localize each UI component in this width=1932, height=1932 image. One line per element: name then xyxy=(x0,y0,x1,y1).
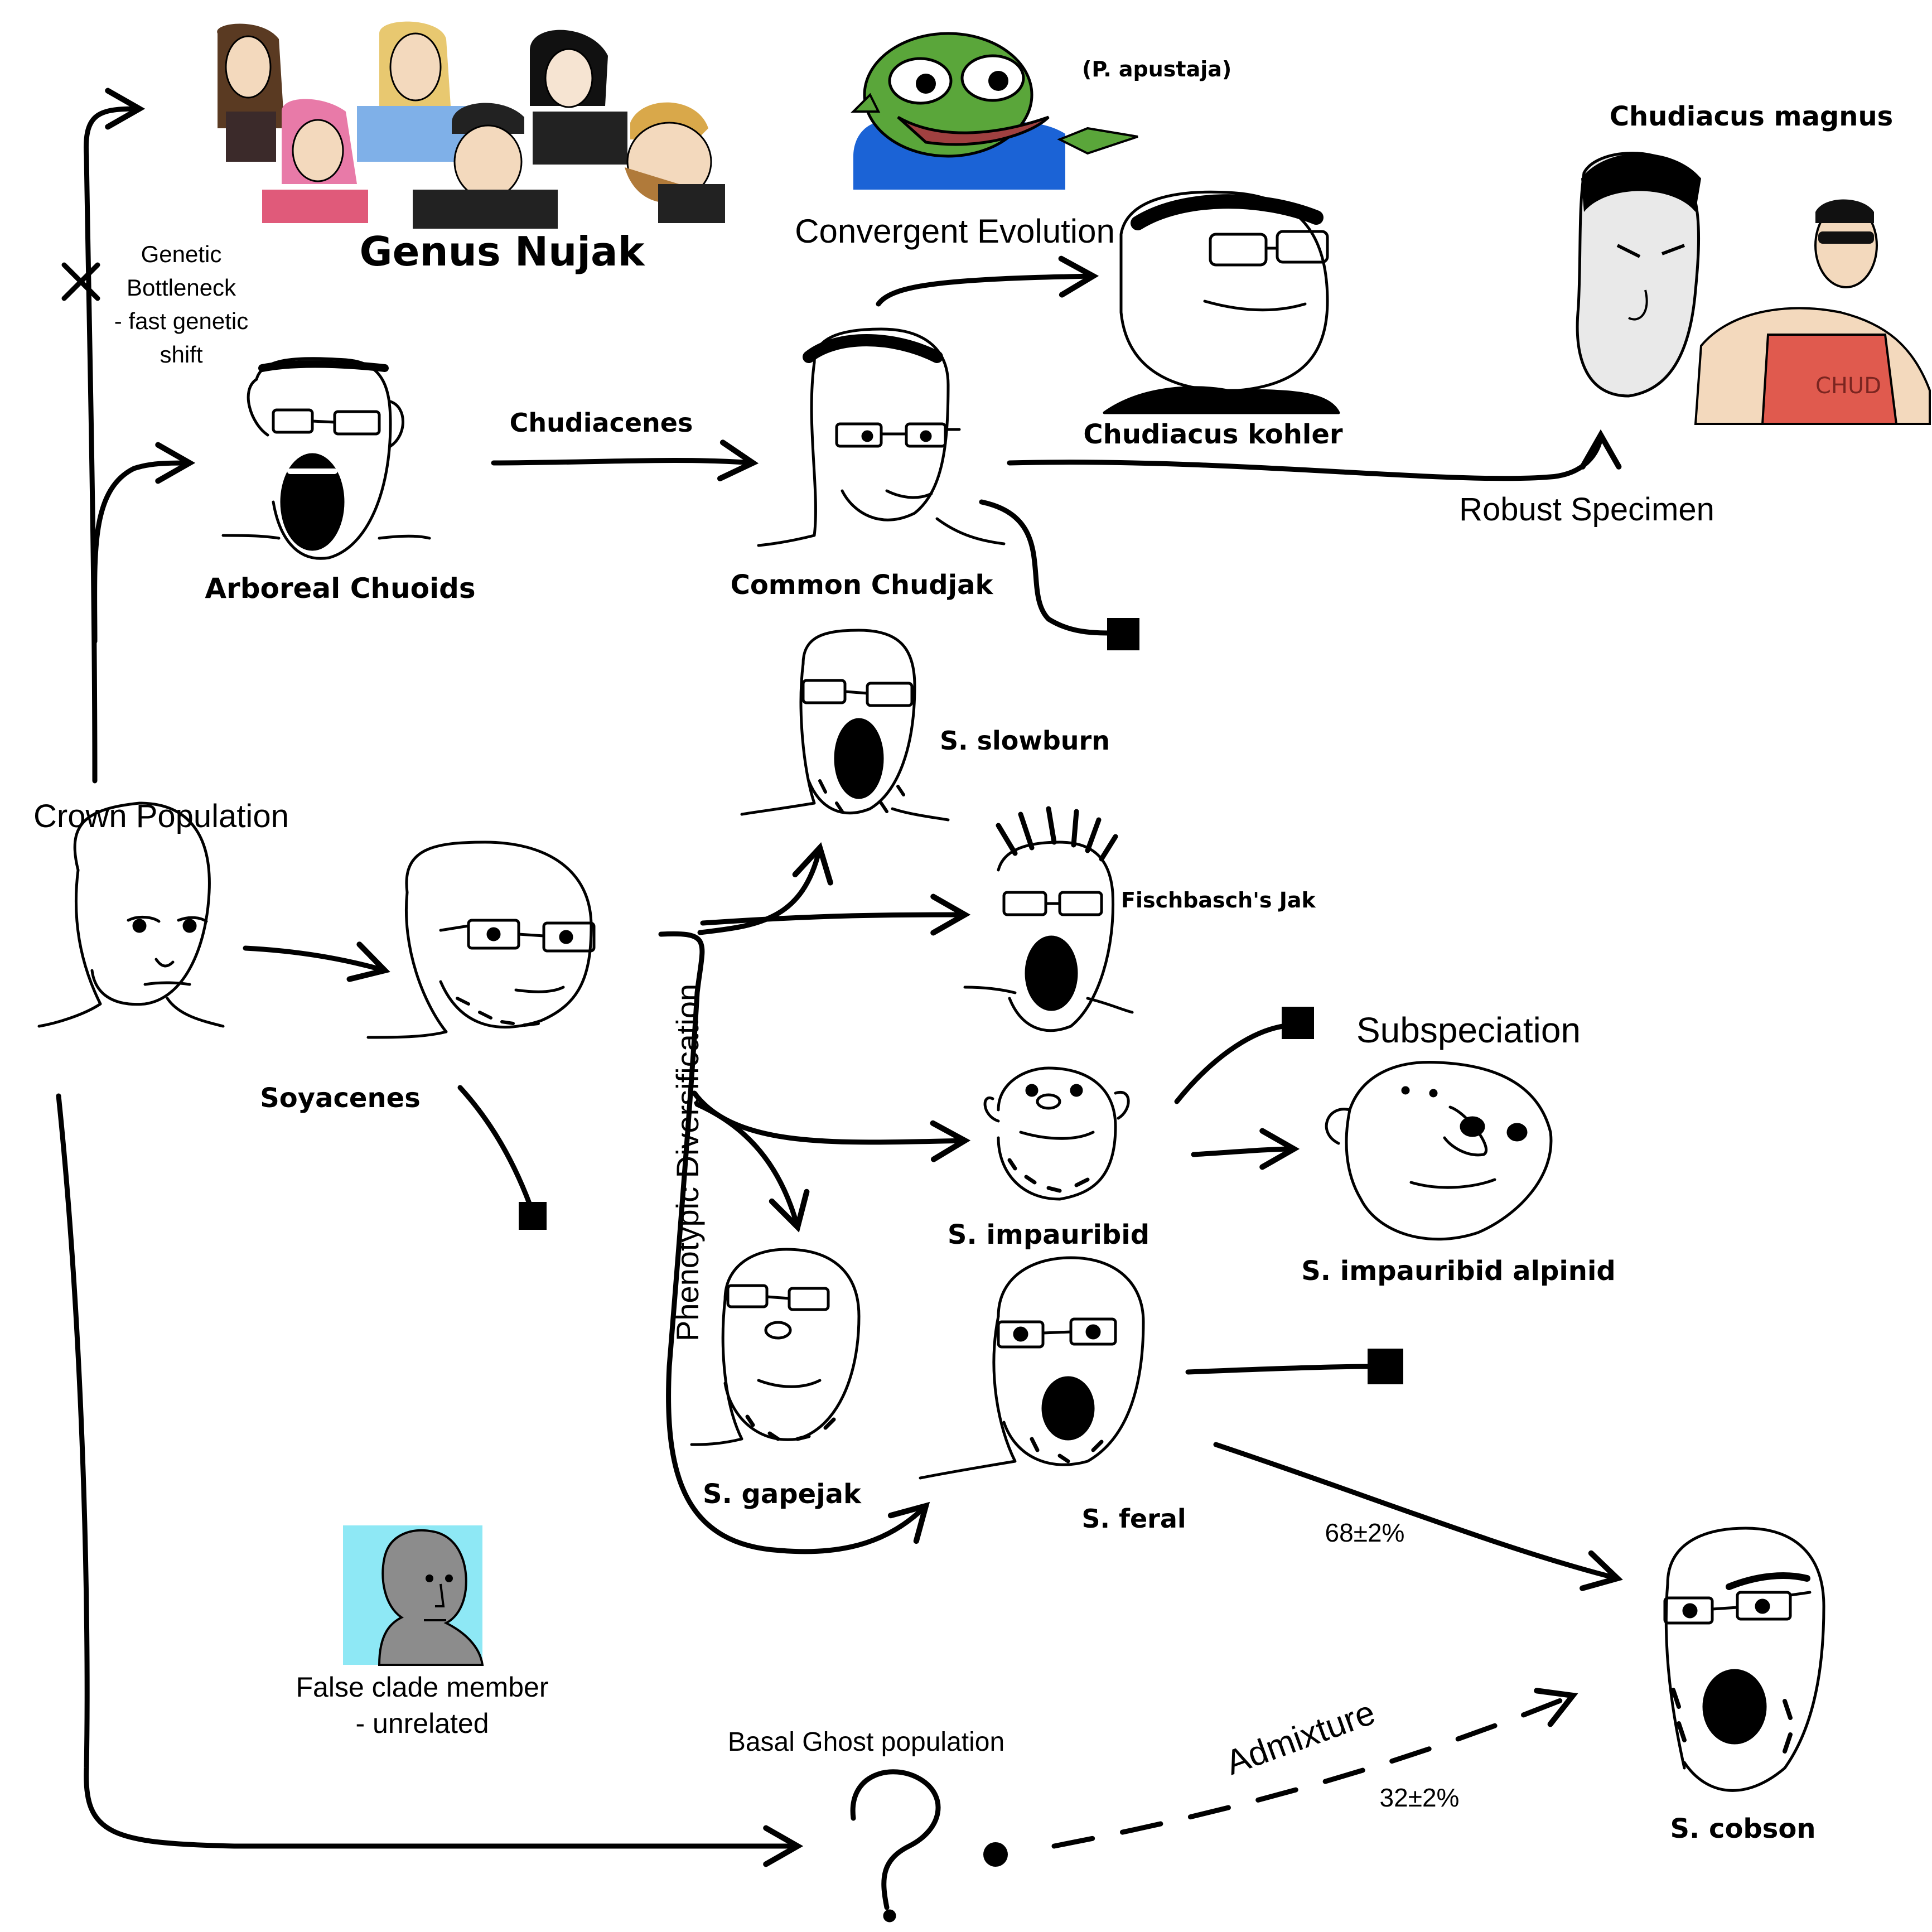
chudiacus-kohler-label: Chudiacus kohler xyxy=(1083,419,1343,450)
impauribid-extinct-edge xyxy=(1174,1023,1286,1104)
ghost-share-label: 32±2% xyxy=(1379,1783,1460,1812)
bottleneck-label-4: shift xyxy=(160,341,203,368)
fischbasch-jak-icon xyxy=(963,806,1134,1032)
convergent-evolution-label: Convergent Evolution xyxy=(795,212,1115,250)
cross-mark-icon xyxy=(61,262,100,301)
to-slowburn-edge xyxy=(697,842,833,935)
chudiacus-magnus-label: Chudiacus magnus xyxy=(1609,101,1894,132)
nujak-group-icon xyxy=(217,21,725,229)
impauribid-to-alpinid-edge xyxy=(1191,1128,1300,1170)
feral-extinct-edge xyxy=(1185,1364,1375,1375)
pepe-name-label: (P. apustaja) xyxy=(1082,57,1232,81)
false-clade-label-2: - unrelated xyxy=(355,1708,489,1739)
chudiacus-kohler-icon xyxy=(1103,190,1340,414)
bottleneck-label-1: Genetic xyxy=(141,241,222,267)
to-impauribid-edge xyxy=(692,1090,971,1162)
feral-share-label: 68±2% xyxy=(1325,1518,1405,1547)
question-mark-icon xyxy=(850,1769,1008,1923)
phenotypic-trunk-edge xyxy=(658,931,930,1554)
soyacenes-extinct-edge xyxy=(457,1085,533,1208)
fischbasch-label: Fischbasch's Jak xyxy=(1121,888,1316,912)
slowburn-icon xyxy=(740,629,950,822)
feral-to-cobson-edge xyxy=(1213,1442,1623,1591)
square-terminus-icon xyxy=(1282,1007,1314,1039)
cobson-icon xyxy=(1663,1527,1825,1792)
impauribid-alpinid-icon xyxy=(1325,1060,1553,1241)
gapejak-label: S. gapejak xyxy=(703,1479,861,1510)
cobson-label: S. cobson xyxy=(1670,1813,1816,1844)
crown-to-arboreal-edge xyxy=(92,442,196,644)
bottleneck-label-2: Bottleneck xyxy=(126,274,236,301)
slowburn-label: S. slowburn xyxy=(940,726,1110,756)
common-chudjak-icon xyxy=(757,327,1006,547)
gapejak-icon xyxy=(690,1248,861,1446)
crown-to-ghost-edge xyxy=(56,1093,804,1867)
crown-population-label: Crown Population xyxy=(33,798,289,834)
chudiacus-magnus-icon: CHUD xyxy=(1576,152,1931,425)
arboreal-to-chudjak-edge xyxy=(491,439,759,482)
chudjak-to-kohler-edge xyxy=(876,255,1099,307)
common-chudjak-label: Common Chudjak xyxy=(730,569,993,601)
chudiacenes-label: Chudiacenes xyxy=(509,408,693,438)
crown-to-nujak-edge xyxy=(83,88,146,784)
phenotypic-diversification-label: Phenotypic Diversification xyxy=(670,983,705,1341)
feral-label: S. feral xyxy=(1081,1504,1186,1534)
chudjak-extinct-edge xyxy=(979,499,1118,636)
to-gapejak-edge xyxy=(694,1102,810,1233)
arboreal-chuoid-icon xyxy=(221,357,431,560)
square-terminus-icon xyxy=(1368,1349,1403,1384)
impauribid-icon xyxy=(983,1066,1130,1201)
admixture-edge xyxy=(1051,1688,1578,1849)
impauribid-alpinid-label: S. impauribid alpinid xyxy=(1301,1255,1616,1287)
svg-text:CHUD: CHUD xyxy=(1815,373,1881,399)
soyacenes-wojak-icon xyxy=(366,841,596,1039)
false-clade-label-1: False clade member xyxy=(296,1672,549,1703)
impauribid-label: S. impauribid xyxy=(947,1219,1150,1250)
chudjak-to-magnus-edge xyxy=(1007,429,1622,481)
square-terminus-icon xyxy=(1107,618,1139,650)
pepe-frog-icon xyxy=(851,32,1138,190)
ghost-population-label: Basal Ghost population xyxy=(727,1727,1005,1757)
to-fischbasch-edge xyxy=(700,893,971,936)
feral-icon xyxy=(919,1256,1145,1480)
soyacenes-label: Soyacenes xyxy=(260,1083,421,1114)
page-title: Genus Nujak xyxy=(359,228,645,275)
npc-icon xyxy=(343,1525,484,1666)
crown-to-soyacenes-edge xyxy=(243,941,390,982)
subspeciation-label: Subspeciation xyxy=(1356,1010,1581,1050)
arboreal-label: Arboreal Chuoids xyxy=(205,572,476,605)
robust-specimen-label: Robust Specimen xyxy=(1459,491,1714,528)
square-terminus-icon xyxy=(519,1202,547,1230)
crown-wojak-icon xyxy=(37,801,225,1028)
bottleneck-label-3: - fast genetic xyxy=(114,308,249,334)
